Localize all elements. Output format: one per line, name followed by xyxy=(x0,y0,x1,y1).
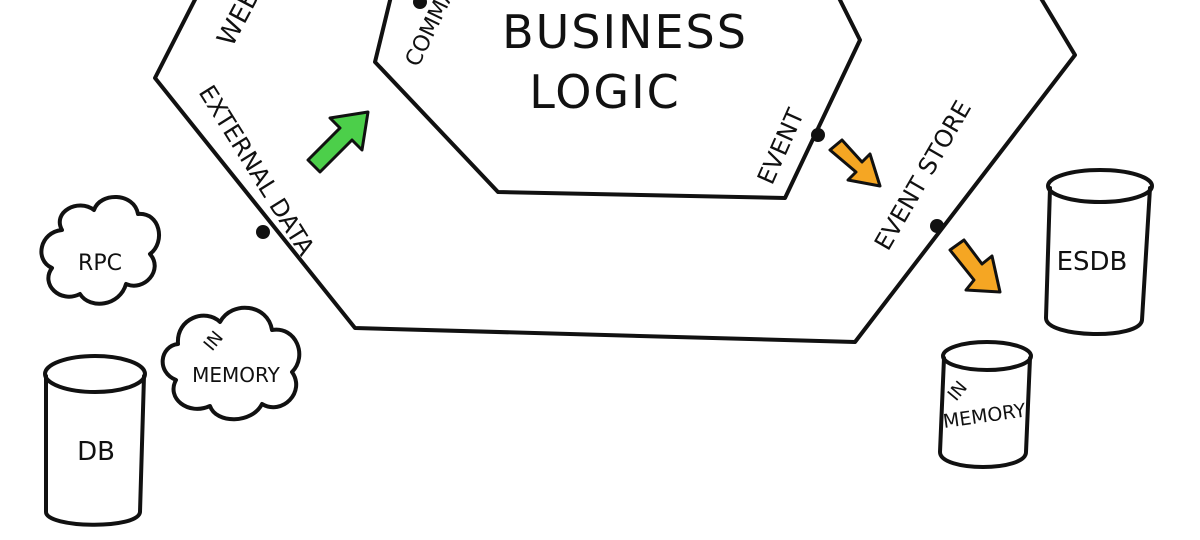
in-memory-cylinder-label-line2: MEMORY xyxy=(942,400,1028,433)
command-port-label: COMMA xyxy=(401,0,461,71)
inbound-green-arrow xyxy=(306,110,370,174)
rpc-cloud: RPC xyxy=(39,195,161,306)
outer-hexagon xyxy=(153,0,1077,344)
event-port-label: EVENT xyxy=(752,104,810,188)
web-port-label: WEB xyxy=(212,0,267,51)
event-store-port-label: EVENT STORE xyxy=(869,96,977,255)
in-memory-cylinder: IN MEMORY xyxy=(938,340,1033,469)
event-store-port-dot xyxy=(930,219,944,233)
external-data-port-dot xyxy=(256,225,270,239)
in-memory-cloud: IN MEMORY xyxy=(160,305,302,422)
command-port-dot xyxy=(413,0,427,9)
db-cylinder-label: DB xyxy=(77,437,115,467)
in-memory-cylinder-label-line1: IN xyxy=(944,377,972,405)
business-logic-title-line1: BUSINESS xyxy=(502,5,748,59)
db-cylinder: DB xyxy=(43,354,147,527)
in-memory-cloud-label-line1: IN xyxy=(200,327,228,355)
in-memory-cloud-label-line2: MEMORY xyxy=(192,363,281,387)
esdb-cylinder: ESDB xyxy=(1044,168,1154,336)
esdb-cylinder-label: ESDB xyxy=(1057,247,1128,277)
business-logic-title-line2: LOGIC xyxy=(529,65,681,119)
inner-hexagon xyxy=(373,0,862,200)
event-orange-arrow xyxy=(828,138,882,188)
rpc-cloud-label: RPC xyxy=(78,251,122,276)
event-port-dot xyxy=(811,128,825,142)
event-store-orange-arrow xyxy=(948,238,1002,294)
